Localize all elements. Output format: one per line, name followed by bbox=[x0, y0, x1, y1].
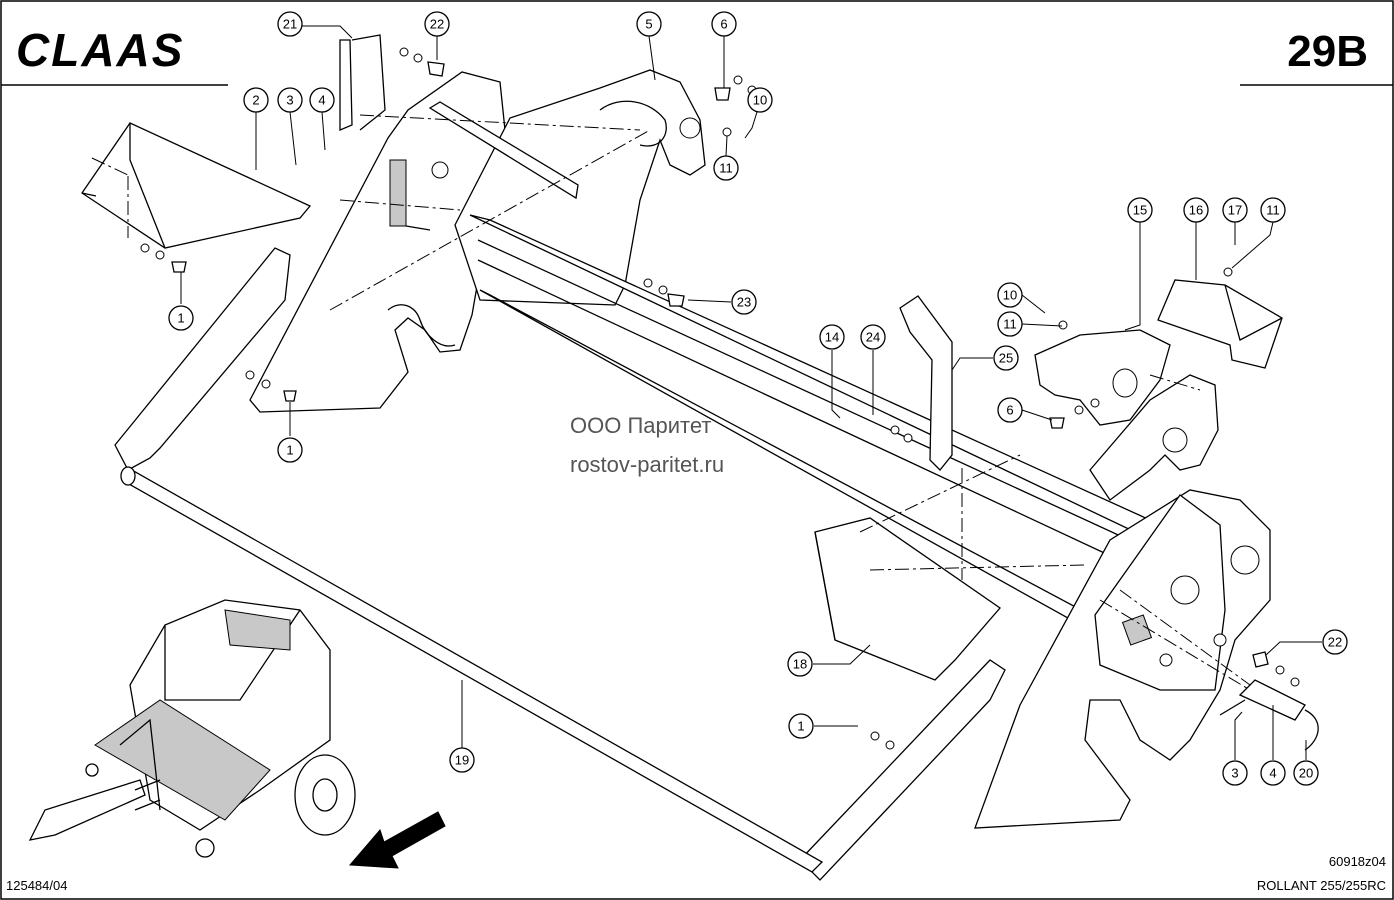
callout-20: 20 bbox=[1293, 760, 1319, 786]
svg-text:14: 14 bbox=[825, 330, 839, 345]
svg-text:6: 6 bbox=[720, 17, 727, 32]
watermark-url: rostov-paritet.ru bbox=[570, 452, 724, 477]
svg-text:3: 3 bbox=[286, 93, 293, 108]
svg-text:10: 10 bbox=[753, 93, 767, 108]
shaft-19 bbox=[120, 466, 824, 873]
callout-11a: 11 bbox=[713, 155, 739, 181]
svg-text:22: 22 bbox=[1328, 635, 1342, 650]
callout-16: 16 bbox=[1183, 197, 1209, 223]
callout-6b: 6 bbox=[997, 397, 1023, 423]
watermark-company: ООО Паритет bbox=[570, 413, 711, 438]
callout-4a: 4 bbox=[309, 87, 335, 113]
footer-drawing-code: 60918z04 bbox=[1329, 854, 1386, 869]
callout-6a: 6 bbox=[711, 11, 737, 37]
bracket-15 bbox=[1034, 329, 1219, 501]
callout-17: 17 bbox=[1222, 197, 1248, 223]
footer-left-code: 125484/04 bbox=[6, 878, 67, 893]
svg-text:19: 19 bbox=[455, 753, 469, 768]
svg-text:15: 15 bbox=[1133, 203, 1147, 218]
svg-text:21: 21 bbox=[283, 17, 297, 32]
callout-4b: 4 bbox=[1260, 760, 1286, 786]
svg-text:1: 1 bbox=[286, 443, 293, 458]
callout-11c: 11 bbox=[997, 311, 1023, 337]
svg-text:2: 2 bbox=[252, 93, 259, 108]
svg-text:1: 1 bbox=[177, 311, 184, 326]
svg-text:4: 4 bbox=[318, 93, 325, 108]
svg-text:5: 5 bbox=[645, 17, 652, 32]
callout-1a: 1 bbox=[168, 305, 194, 331]
callout-2: 2 bbox=[243, 87, 269, 113]
svg-text:23: 23 bbox=[737, 295, 751, 310]
callout-22a: 22 bbox=[424, 11, 450, 37]
cover-16 bbox=[1157, 279, 1283, 369]
svg-text:10: 10 bbox=[1003, 288, 1017, 303]
direction-arrow bbox=[348, 811, 446, 869]
brand-logo: CLAAS bbox=[16, 24, 184, 76]
callout-10a: 10 bbox=[747, 87, 773, 113]
callout-3a: 3 bbox=[277, 87, 303, 113]
fasteners bbox=[140, 47, 1300, 750]
right-side-plate bbox=[974, 489, 1271, 829]
callout-21: 21 bbox=[277, 11, 303, 37]
footer-model: ROLLANT 255/255RC bbox=[1257, 878, 1386, 893]
svg-text:6: 6 bbox=[1006, 403, 1013, 418]
bracket-25 bbox=[899, 295, 953, 471]
page-code: 29B bbox=[1287, 27, 1368, 76]
svg-text:4: 4 bbox=[1269, 766, 1276, 781]
left-cover bbox=[81, 122, 312, 249]
svg-text:16: 16 bbox=[1189, 203, 1203, 218]
svg-text:11: 11 bbox=[1266, 203, 1280, 218]
lower-right-frame bbox=[799, 659, 1006, 881]
callout-10b: 10 bbox=[997, 282, 1023, 308]
bracket-5 bbox=[428, 69, 706, 306]
svg-text:20: 20 bbox=[1299, 766, 1313, 781]
callout-22b: 22 bbox=[1322, 629, 1348, 655]
guard-18 bbox=[814, 517, 1001, 681]
callout-24: 24 bbox=[860, 324, 886, 350]
baler-thumbnail bbox=[28, 599, 356, 858]
bracket-21 bbox=[339, 34, 386, 131]
callout-18: 18 bbox=[787, 651, 813, 677]
callout-1c: 1 bbox=[788, 713, 814, 739]
leader-lines bbox=[180, 25, 1322, 760]
svg-text:18: 18 bbox=[793, 657, 807, 672]
svg-text:11: 11 bbox=[719, 161, 733, 176]
assembly-lines bbox=[329, 114, 1251, 691]
svg-text:22: 22 bbox=[430, 17, 444, 32]
callout-11b: 11 bbox=[1260, 197, 1286, 223]
callout-25: 25 bbox=[993, 345, 1019, 371]
svg-text:17: 17 bbox=[1228, 203, 1242, 218]
callout-14: 14 bbox=[819, 324, 845, 350]
callout-23: 23 bbox=[731, 289, 757, 315]
callout-1b: 1 bbox=[277, 437, 303, 463]
callout-19: 19 bbox=[449, 747, 475, 773]
svg-text:1: 1 bbox=[797, 719, 804, 734]
svg-text:11: 11 bbox=[1003, 317, 1017, 332]
main-beam bbox=[469, 214, 1152, 623]
callout-5: 5 bbox=[636, 11, 662, 37]
callout-3b: 3 bbox=[1222, 760, 1248, 786]
svg-text:25: 25 bbox=[999, 351, 1013, 366]
svg-text:3: 3 bbox=[1231, 766, 1238, 781]
callout-15: 15 bbox=[1127, 197, 1153, 223]
svg-text:24: 24 bbox=[866, 330, 880, 345]
